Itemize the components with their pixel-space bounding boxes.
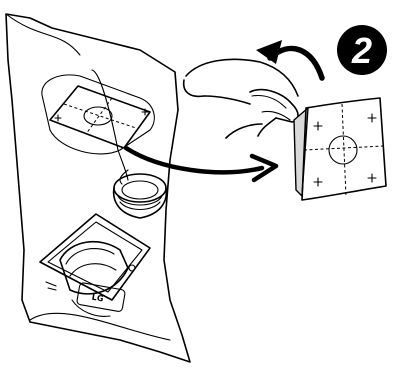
step-number: 2 [351,30,372,71]
device-badge: LG [91,293,104,304]
hand-illustration [182,58,299,139]
device-unit: LG [39,213,151,317]
step-number-badge: 2 [337,25,387,75]
peeled-label [293,97,387,201]
move-arrow-icon [123,145,279,183]
coil-element [112,169,168,219]
sheet-target-outline [41,69,155,181]
protective-sheet [5,13,191,363]
curved-arrow-icon [256,40,325,81]
